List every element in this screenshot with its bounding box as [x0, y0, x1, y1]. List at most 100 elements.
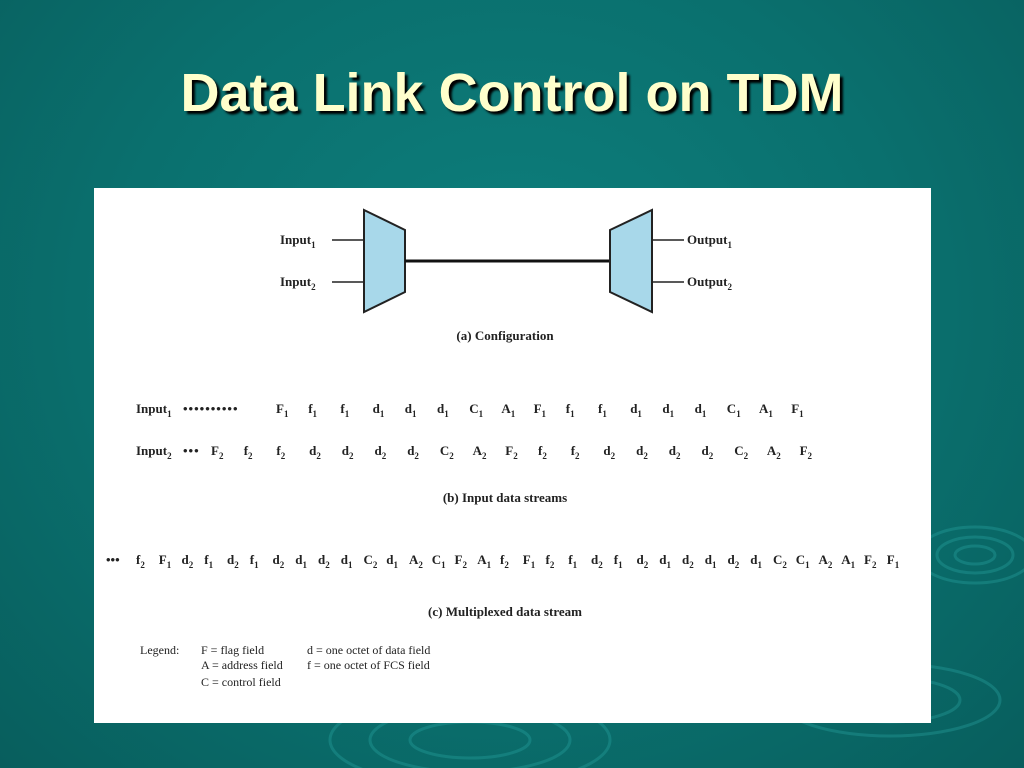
input-streams-section: Input1 •••••••••• F1 f1 f1 d1 d1 d1 C1 A1 F1 f1 f1…: [136, 401, 813, 505]
stream-1-symbol: C1: [727, 401, 741, 419]
stream-1-symbols: F1 f1 f1 d1 d1 d1 C1 A1 F1 f1 f1 d1 d1 d1 C1 A1 F1: [276, 401, 804, 419]
output-1-label: Output1: [687, 232, 732, 250]
stream-2-symbol: d2: [375, 443, 387, 461]
multiplexed-caption: (c) Multiplexed data stream: [428, 604, 582, 619]
mux-symbol: d1: [659, 552, 671, 570]
stream-2-leader: •••: [183, 443, 200, 458]
tdm-diagram: Input1 Input2 Output1 Output2 (a) Config…: [106, 208, 900, 689]
diagram-panel: Input1 Input2 Output1 Output2 (a) Config…: [94, 188, 931, 723]
stream-1-symbol: d1: [373, 401, 385, 419]
mux-symbol: f2: [546, 552, 555, 570]
mux-symbol: f1: [250, 552, 259, 570]
legend-item-data: d = one octet of data field: [307, 643, 430, 657]
mux-symbol: f1: [568, 552, 577, 570]
legend-item-control: C = control field: [201, 675, 281, 689]
multiplexed-section: ••• f2 F1 d2 f1 d2 f1 d2 d1 d2 d1 C2 d1 A2 C1 F2 A1 f2 F1…: [106, 552, 900, 619]
demultiplexer-shape: [609, 208, 653, 314]
stream-2-symbol: f2: [538, 443, 547, 461]
stream-1-symbol: f1: [340, 401, 349, 419]
configuration-caption: (a) Configuration: [456, 328, 554, 343]
stream-2-symbol: d2: [603, 443, 615, 461]
mux-symbol: C1: [796, 552, 810, 570]
mux-symbol: f2: [500, 552, 509, 570]
stream-1-symbol: f1: [308, 401, 317, 419]
stream-2-symbol: F2: [800, 443, 813, 461]
mux-symbol: f1: [614, 552, 623, 570]
stream-2-symbol: f2: [571, 443, 580, 461]
mux-symbol: C1: [432, 552, 446, 570]
output-2-label: Output2: [687, 274, 732, 292]
stream-2-symbol: d2: [309, 443, 321, 461]
stream-2-symbols: F2 f2 f2 d2 d2 d2 d2 C2 A2 F2 f2 f2 d2 d2 d2 d2 C2 A2 F2: [211, 443, 813, 461]
mux-symbol: A2: [409, 552, 423, 570]
mux-symbol: A1: [841, 552, 855, 570]
multiplexer-shape: [363, 208, 406, 314]
stream-2-symbol: A2: [767, 443, 781, 461]
stream-1-symbol: C1: [469, 401, 483, 419]
mux-symbols: f2 F1 d2 f1 d2 f1 d2 d1 d2 d1 C2 d1 A2 C1 F2 A1 f2 F1 f2 f1…: [136, 552, 900, 570]
legend: Legend: F = flag field A = address field…: [140, 643, 430, 689]
mux-symbol: d2: [728, 552, 740, 570]
legend-item-fcs: f = one octet of FCS field: [307, 658, 430, 672]
mux-symbol: d1: [341, 552, 353, 570]
mux-symbol: A1: [477, 552, 491, 570]
mux-symbol: d2: [682, 552, 694, 570]
mux-symbol: d1: [750, 552, 762, 570]
stream-1-symbol: F1: [534, 401, 547, 419]
mux-symbol: d2: [591, 552, 603, 570]
configuration-section: Input1 Input2 Output1 Output2 (a) Config…: [280, 208, 732, 343]
mux-symbol: d2: [227, 552, 239, 570]
mux-symbol: F1: [887, 552, 900, 570]
mux-symbol: d1: [295, 552, 307, 570]
input-1-label: Input1: [280, 232, 316, 250]
stream-2-symbol: F2: [211, 443, 224, 461]
stream-2-symbol: d2: [669, 443, 681, 461]
input-2-label: Input2: [280, 274, 316, 292]
mux-symbol: d2: [318, 552, 330, 570]
mux-symbol: d1: [386, 552, 398, 570]
mux-symbol: F2: [864, 552, 877, 570]
mux-symbol: C2: [364, 552, 378, 570]
mux-symbol: d2: [637, 552, 649, 570]
mux-symbol: F1: [159, 552, 172, 570]
mux-symbol: f1: [204, 552, 213, 570]
stream-2-symbol: f2: [276, 443, 285, 461]
stream-2-symbol: C2: [734, 443, 748, 461]
stream-1-symbol: f1: [566, 401, 575, 419]
stream-2-symbol: C2: [440, 443, 454, 461]
mux-symbol: f2: [136, 552, 145, 570]
stream-1-label: Input1: [136, 401, 172, 419]
stream-1-symbol: d1: [695, 401, 707, 419]
mux-symbol: d2: [273, 552, 285, 570]
stream-1-symbol: A1: [759, 401, 773, 419]
stream-2-symbol: d2: [342, 443, 354, 461]
input-streams-caption: (b) Input data streams: [443, 490, 567, 505]
mux-symbol: F2: [455, 552, 468, 570]
stream-2-symbol: d2: [407, 443, 419, 461]
mux-symbol: d1: [705, 552, 717, 570]
stream-2-symbol: F2: [505, 443, 518, 461]
mux-symbol: C2: [773, 552, 787, 570]
mux-symbol: d2: [182, 552, 194, 570]
legend-item-address: A = address field: [201, 658, 283, 672]
stream-1-symbol: F1: [791, 401, 804, 419]
stream-1-symbol: A1: [501, 401, 515, 419]
stream-2-label: Input2: [136, 443, 172, 461]
stream-1-symbol: d1: [662, 401, 674, 419]
legend-item-flag: F = flag field: [201, 643, 264, 657]
stream-1-leader: ••••••••••: [183, 401, 239, 416]
legend-heading: Legend:: [140, 643, 179, 657]
stream-1-symbol: d1: [437, 401, 449, 419]
stream-2-symbol: f2: [244, 443, 253, 461]
stream-2-symbol: A2: [473, 443, 487, 461]
stream-1-symbol: F1: [276, 401, 289, 419]
stream-1-symbol: f1: [598, 401, 607, 419]
mux-symbol: A2: [819, 552, 833, 570]
stream-1-symbol: d1: [630, 401, 642, 419]
mux-leader: •••: [106, 552, 120, 567]
mux-symbol: F1: [523, 552, 536, 570]
stream-2-symbol: d2: [702, 443, 714, 461]
slide-title: Data Link Control on TDM: [180, 63, 844, 123]
stream-2-symbol: d2: [636, 443, 648, 461]
stream-1-symbol: d1: [405, 401, 417, 419]
